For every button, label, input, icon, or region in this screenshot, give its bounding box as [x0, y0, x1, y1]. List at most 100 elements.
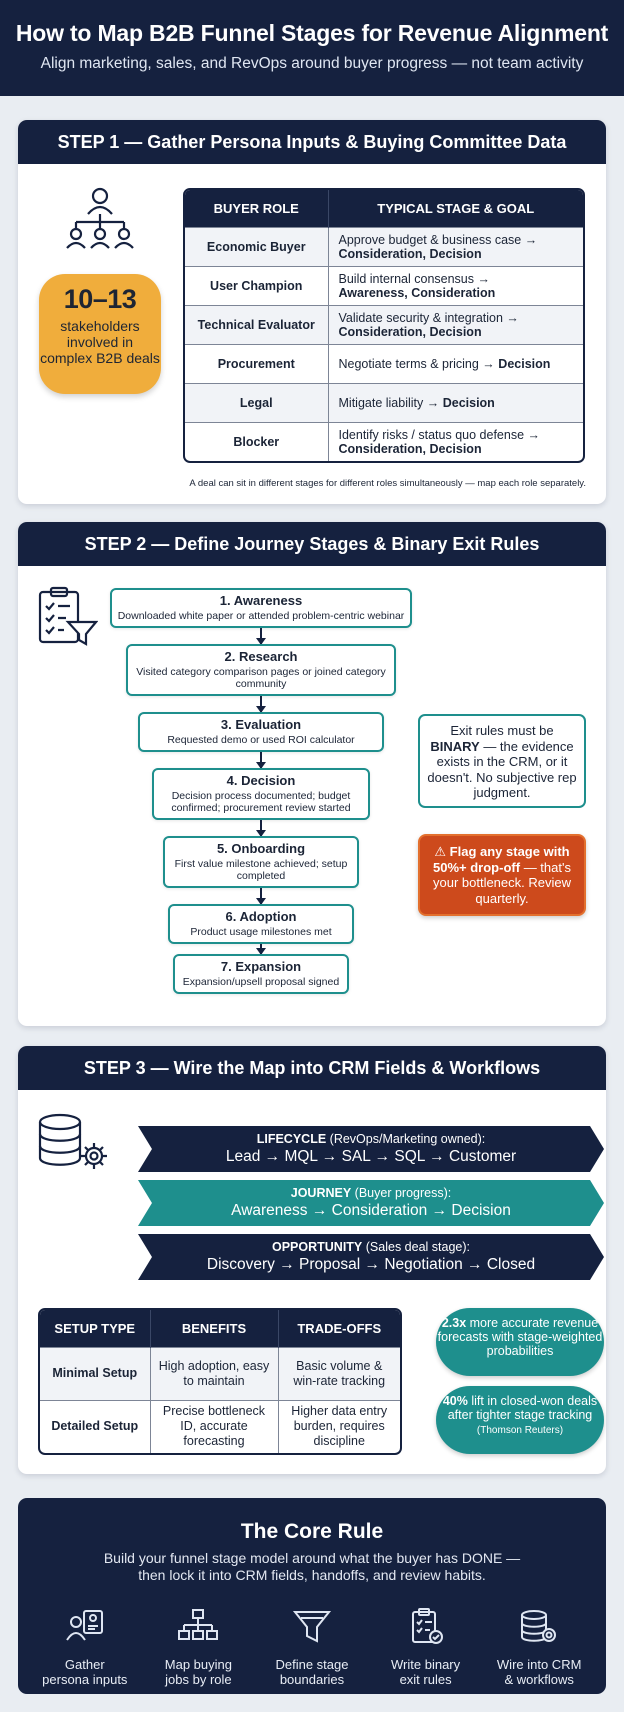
step3-title: STEP 3 — Wire the Map into CRM Fields & …	[18, 1046, 606, 1090]
crm-field-name: JOURNEY	[290, 1186, 352, 1200]
page-title: How to Map B2B Funnel Stages for Revenue…	[15, 20, 609, 46]
stage-arrow-icon	[256, 820, 266, 837]
buyer-role-table: BUYER ROLE TYPICAL STAGE & GOAL Economic…	[183, 188, 585, 463]
col-header-setup: SETUP TYPE	[40, 1310, 151, 1347]
stage-arrow-icon	[256, 944, 266, 955]
persona-icon	[65, 1610, 103, 1641]
dropoff-flag-box: ⚠ Flag any stage with 50%+ drop-off — th…	[418, 834, 586, 916]
warning-icon: ⚠	[434, 844, 447, 859]
crm-field-owner: (RevOps/Marketing owned):	[329, 1132, 486, 1146]
core-step-write-l1: Write binary	[391, 1657, 461, 1672]
exit-bold: BINARY	[430, 738, 480, 754]
core-rule-text-2: then lock it into CRM fields, handoffs, …	[138, 1567, 486, 1583]
journey-stage-title: 7. Expansion	[220, 959, 302, 974]
stage-arrow-icon	[256, 628, 266, 645]
closed-won-stat-value: 40%	[442, 1394, 468, 1408]
buyer-role-goal-text: Approve budget & business case →	[338, 232, 538, 247]
stage-arrow-icon	[256, 752, 266, 769]
buyer-role-name: Technical Evaluator	[185, 304, 329, 344]
step1-note: A deal can sit in different stages for d…	[189, 478, 586, 489]
step3-card: STEP 3 — Wire the Map into CRM Fields & …	[18, 1046, 606, 1474]
buyer-role-goal: Negotiate terms & pricing → Decision	[328, 343, 583, 383]
core-step-gather-l2: persona inputs	[42, 1672, 128, 1687]
journey-stage-desc: Downloaded white paper or attended probl…	[117, 610, 405, 622]
step2-title: STEP 2 — Define Journey Stages & Binary …	[18, 522, 606, 566]
col-header-tradeoffs: TRADE-OFFS	[278, 1310, 400, 1347]
setup-table: SETUP TYPE BENEFITS TRADE-OFFS Minimal S…	[38, 1308, 402, 1455]
core-step-define-l2: boundaries	[279, 1672, 345, 1687]
buyer-role-stage: Awareness, Consideration	[338, 285, 496, 300]
stakeholder-stat: 10–13 stakeholders involved in complex B…	[39, 274, 161, 394]
crm-field-banner: OPPORTUNITY (Sales deal stage):Discovery…	[138, 1234, 604, 1280]
forecast-stat: 2.3x more accurate revenue forecasts wit…	[436, 1308, 604, 1376]
journey-stage-desc: Product usage milestones met	[190, 926, 332, 938]
checklist-icon	[411, 1608, 443, 1644]
core-step-wire: Wire into CRM& workflows	[484, 1608, 594, 1687]
closed-won-stat: 40% lift in closed-won deals after tight…	[436, 1386, 604, 1454]
buyer-role-name: User Champion	[185, 265, 329, 305]
buyer-role-goal-text: Identify risks / status quo defense →	[338, 427, 541, 442]
setup-benefits: Precise bottleneck ID, accurate forecast…	[150, 1399, 279, 1453]
core-step-wire-l1: Wire into CRM	[496, 1657, 582, 1672]
col-header-goal: TYPICAL STAGE & GOAL	[328, 190, 583, 227]
step1-card: STEP 1 — Gather Persona Inputs & Buying …	[18, 120, 606, 504]
org-chart-icon	[178, 1609, 219, 1640]
crm-field-owner: (Buyer progress):	[354, 1186, 452, 1200]
page-header: How to Map B2B Funnel Stages for Revenue…	[0, 0, 624, 96]
core-step-wire-l2: & workflows	[504, 1672, 574, 1687]
crm-field-name: OPPORTUNITY	[271, 1240, 363, 1254]
buyer-role-goal: Approve budget & business case →Consider…	[328, 226, 583, 266]
buyer-role-goal: Validate security & integration →Conside…	[328, 304, 583, 344]
crm-field-flow: Discovery → Proposal → Negotiation → Clo…	[206, 1256, 536, 1273]
buyer-role-goal: Identify risks / status quo defense →Con…	[328, 421, 583, 461]
stakeholder-label: stakeholders involved in complex B2B dea…	[40, 318, 160, 366]
buyer-role-goal-text: Negotiate terms & pricing →	[338, 356, 495, 371]
buyer-role-stage: Consideration, Decision	[338, 441, 482, 456]
page-subtitle: Align marketing, sales, and RevOps aroun…	[40, 55, 584, 72]
buyer-role-name: Blocker	[185, 421, 329, 461]
flag-post: — that's your bottleneck. Review quarter…	[432, 859, 571, 906]
crm-field-name: LIFECYCLE	[256, 1132, 327, 1146]
stage-arrow-icon	[256, 888, 266, 905]
core-rule-text-1: Build your funnel stage model around wha…	[103, 1550, 521, 1566]
journey-stage-desc: Requested demo or used ROI calculator	[167, 734, 355, 746]
buying-committee-icon	[66, 187, 134, 249]
buyer-role-name: Procurement	[185, 343, 329, 383]
journey-stage-title: 1. Awareness	[219, 593, 303, 608]
buyer-role-name: Economic Buyer	[185, 226, 329, 266]
step1-title: STEP 1 — Gather Persona Inputs & Buying …	[18, 120, 606, 164]
buyer-role-name: Legal	[185, 382, 329, 422]
journey-stage-title: 4. Decision	[226, 773, 296, 788]
crm-field-banner: JOURNEY (Buyer progress):Awareness → Con…	[138, 1180, 604, 1226]
setup-tradeoffs: Basic volume & win-rate tracking	[278, 1346, 400, 1400]
stakeholder-count: 10–13	[63, 284, 137, 314]
closed-won-stat-source: (Thomson Reuters)	[476, 1425, 564, 1436]
buyer-role-goal-text: Validate security & integration →	[338, 310, 519, 325]
core-step-map-l1: Map buying	[164, 1657, 232, 1672]
journey-stage-desc: Visited category comparison pages or joi…	[136, 666, 386, 690]
core-step-define-l1: Define stage	[275, 1657, 349, 1672]
buyer-role-goal: Mitigate liability → Decision	[328, 382, 583, 422]
core-step-map-l2: jobs by role	[165, 1672, 232, 1687]
forecast-stat-text: more accurate revenue forecasts with sta…	[437, 1316, 603, 1358]
journey-stage-title: 6. Adoption	[225, 909, 297, 924]
buyer-role-goal-text: Build internal consensus →	[338, 271, 490, 286]
setup-type: Detailed Setup	[40, 1399, 151, 1453]
buyer-role-stage: Consideration, Decision	[338, 324, 482, 339]
funnel-icon	[292, 1611, 332, 1643]
journey-stage-title: 2. Research	[224, 649, 298, 664]
core-step-write-l2: exit rules	[399, 1672, 452, 1687]
setup-tradeoffs: Higher data entry burden, requires disci…	[278, 1399, 400, 1453]
